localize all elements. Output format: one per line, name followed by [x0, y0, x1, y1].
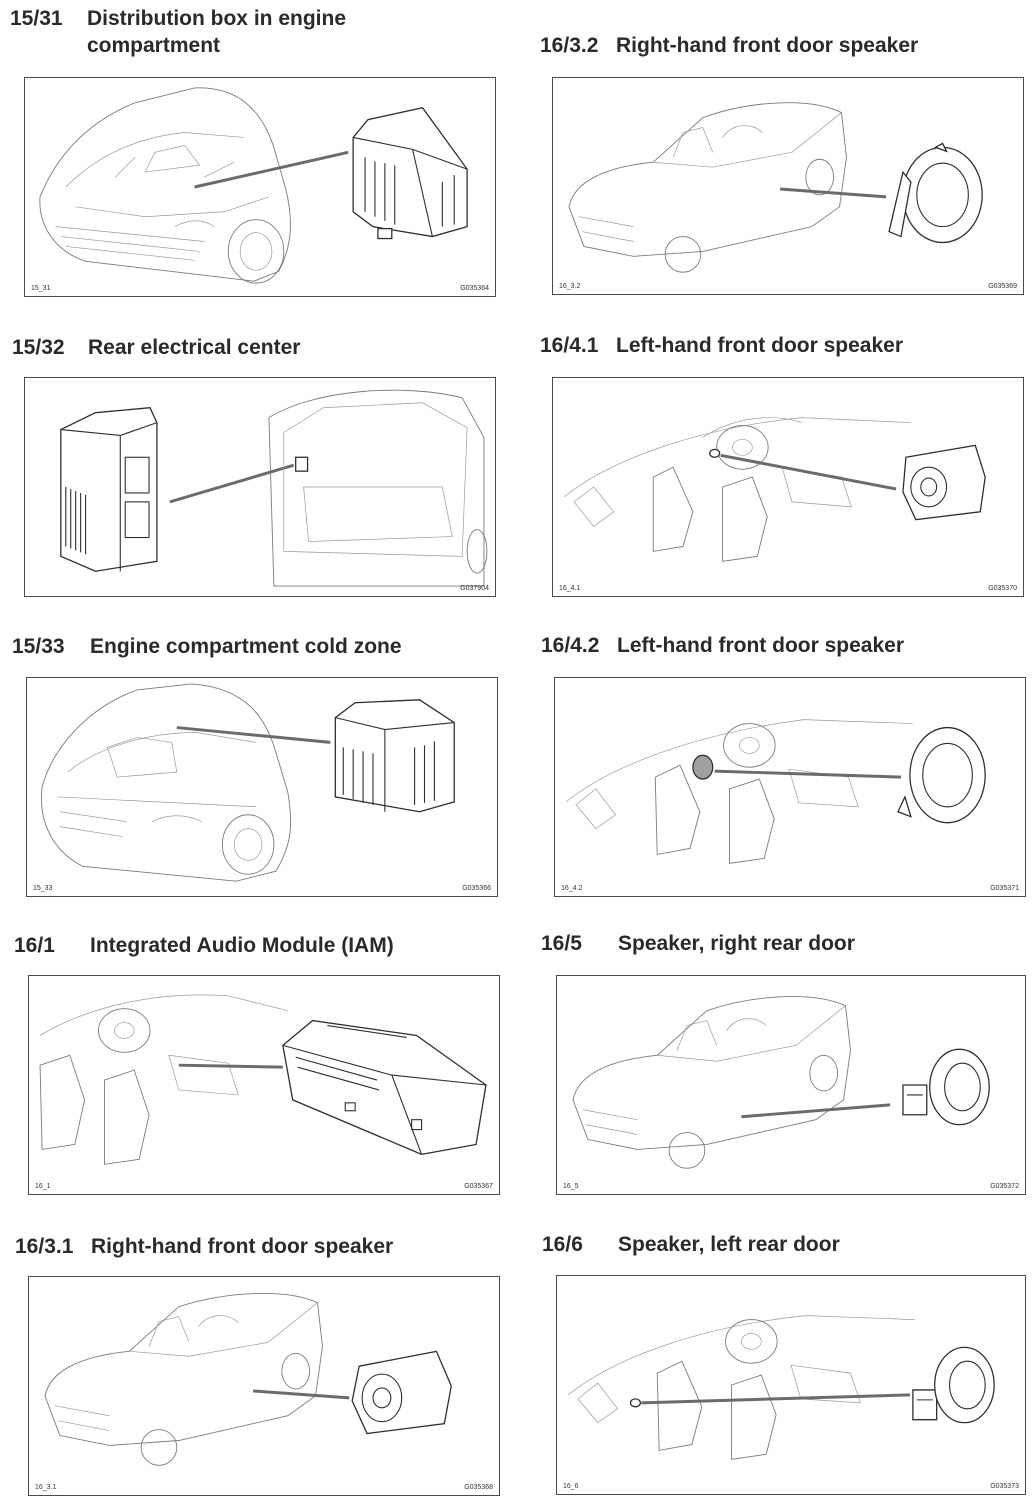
- graphic-id: G035373: [990, 1483, 1019, 1490]
- figure-number: 16_6: [563, 1483, 579, 1490]
- car-cutaway-illustration: [568, 102, 983, 273]
- figure-number: 16_4.2: [561, 885, 583, 892]
- illustration-frame-16-4-2: 16_4.2 G035371: [554, 677, 1026, 897]
- panel-title: Integrated Audio Module (IAM): [90, 934, 394, 957]
- figure-number: 15_33: [33, 885, 53, 892]
- illustration-frame-15-32: G037904: [24, 377, 496, 597]
- panel-title: Speaker, right rear door: [618, 932, 855, 955]
- interior-dashboard-illustration: [563, 417, 986, 562]
- graphic-id: G035367: [464, 1183, 493, 1190]
- figure-number: 16_4.1: [559, 585, 581, 592]
- interior-dashboard-illustration: [565, 719, 986, 864]
- panel-code: 16/3.2: [540, 34, 599, 57]
- illustration-frame-16-3-1: 16_3.1 G035368: [28, 1276, 500, 1496]
- panel-title: Rear electrical center: [88, 336, 301, 359]
- panel-code: 16/6: [542, 1233, 583, 1256]
- panel-heading-16-1: 16/1 Integrated Audio Module (IAM): [14, 932, 394, 959]
- panel-title-line2: compartment: [87, 34, 221, 57]
- panel-title: Speaker, left rear door: [618, 1233, 840, 1256]
- graphic-id: G037904: [460, 585, 489, 592]
- panel-title-line1: Distribution box in engine: [87, 7, 346, 30]
- panel-heading-16-3-2: 16/3.2 Right-hand front door speaker: [540, 32, 918, 59]
- panel-heading-16-4-1: 16/4.1 Left-hand front door speaker: [540, 332, 903, 359]
- figure-number: 16_1: [35, 1183, 51, 1190]
- panel-title: Left-hand front door speaker: [616, 334, 904, 357]
- panel-code: 16/3.1: [15, 1235, 74, 1258]
- car-cutaway-illustration: [44, 1293, 452, 1466]
- interior-dashboard-illustration: [567, 1315, 995, 1460]
- illustration-frame-16-4-1: 16_4.1 G035370: [552, 377, 1024, 597]
- illustration-frame-16-6: 16_6 G035373: [556, 1275, 1026, 1495]
- panel-heading-16-3-1: 16/3.1 Right-hand front door speaker: [15, 1233, 393, 1260]
- panel-heading-15-32: 15/32 Rear electrical center: [12, 334, 300, 361]
- figure-number: 16_3.1: [35, 1484, 57, 1491]
- illustration-frame-16-5: 16_5 G035372: [556, 975, 1026, 1195]
- panel-heading-15-33: 15/33 Engine compartment cold zone: [12, 633, 402, 660]
- illustration-frame-16-3-2: 16_3.2 G035369: [552, 77, 1024, 295]
- panel-heading-16-6: 16/6 Speaker, left rear door: [542, 1231, 840, 1258]
- graphic-id: G035372: [990, 1183, 1019, 1190]
- interior-audio-module-illustration: [39, 994, 487, 1165]
- panel-title: Engine compartment cold zone: [90, 635, 402, 658]
- panel-code: 16/4.2: [541, 634, 600, 657]
- graphic-id: G035366: [462, 885, 491, 892]
- panel-heading-16-4-2: 16/4.2 Left-hand front door speaker: [541, 632, 904, 659]
- engine-bay-illustration: [39, 87, 468, 284]
- panel-code: 16/4.1: [540, 334, 599, 357]
- illustration-frame-15-31: 15_31 G035364: [24, 77, 496, 297]
- panel-code: 16/5: [541, 932, 582, 955]
- panel-title: Distribution box in engine compartment: [87, 5, 346, 59]
- car-cutaway-illustration: [572, 996, 990, 1169]
- rear-cargo-illustration: [60, 389, 488, 587]
- graphic-id: G035368: [464, 1484, 493, 1491]
- panel-heading-15-31: 15/31 Distribution box in engine compart…: [10, 5, 346, 59]
- panel-heading-16-5: 16/5 Speaker, right rear door: [541, 930, 855, 957]
- figure-number: 16_5: [563, 1183, 579, 1190]
- graphic-id: G035370: [988, 585, 1017, 592]
- panel-code: 15/33: [12, 635, 65, 658]
- graphic-id: G035369: [988, 283, 1017, 290]
- panel-code: 15/31: [10, 7, 63, 30]
- engine-bay-illustration: [40, 683, 455, 882]
- panel-code: 15/32: [12, 336, 65, 359]
- panel-title: Right-hand front door speaker: [616, 34, 919, 57]
- graphic-id: G035371: [990, 885, 1019, 892]
- illustration-frame-15-33: 15_33 G035366: [26, 677, 498, 897]
- figure-number: 16_3.2: [559, 283, 581, 290]
- figure-number: 15_31: [31, 285, 51, 292]
- graphic-id: G035364: [460, 285, 489, 292]
- illustration-frame-16-1: 16_1 G035367: [28, 975, 500, 1195]
- panel-code: 16/1: [14, 934, 55, 957]
- panel-title: Right-hand front door speaker: [91, 1235, 394, 1258]
- panel-title: Left-hand front door speaker: [617, 634, 905, 657]
